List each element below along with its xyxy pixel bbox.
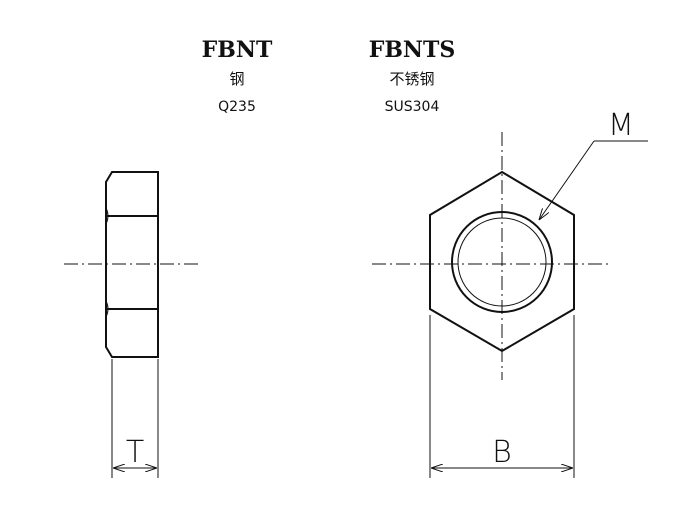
model-label-fbnts: FBNTS	[369, 37, 456, 63]
nut-side-view: T	[64, 171, 200, 478]
side-view-facet-curve-top	[105, 207, 109, 225]
material-cn-fbnts: 不锈钢	[389, 70, 434, 88]
header-fbnt: FBNT 钢 Q235	[202, 37, 273, 115]
material-code-fbnts: SUS304	[385, 99, 440, 115]
width-label: B	[492, 435, 512, 470]
thread-label: M	[608, 108, 634, 143]
thickness-label: T	[126, 435, 144, 470]
material-code-fbnt: Q235	[218, 99, 256, 115]
material-cn-fbnt: 钢	[229, 70, 244, 88]
nut-front-view: M B	[372, 108, 648, 478]
model-label-fbnt: FBNT	[202, 37, 273, 63]
hexagon-outline	[429, 170, 575, 353]
bore-outer-circle	[451, 211, 553, 313]
side-view-facet-curve-bottom	[105, 300, 109, 318]
header-fbnts: FBNTS 不锈钢 SUS304	[369, 37, 456, 115]
thread-leader-line	[539, 140, 595, 220]
bore-inner-circle	[457, 217, 547, 307]
